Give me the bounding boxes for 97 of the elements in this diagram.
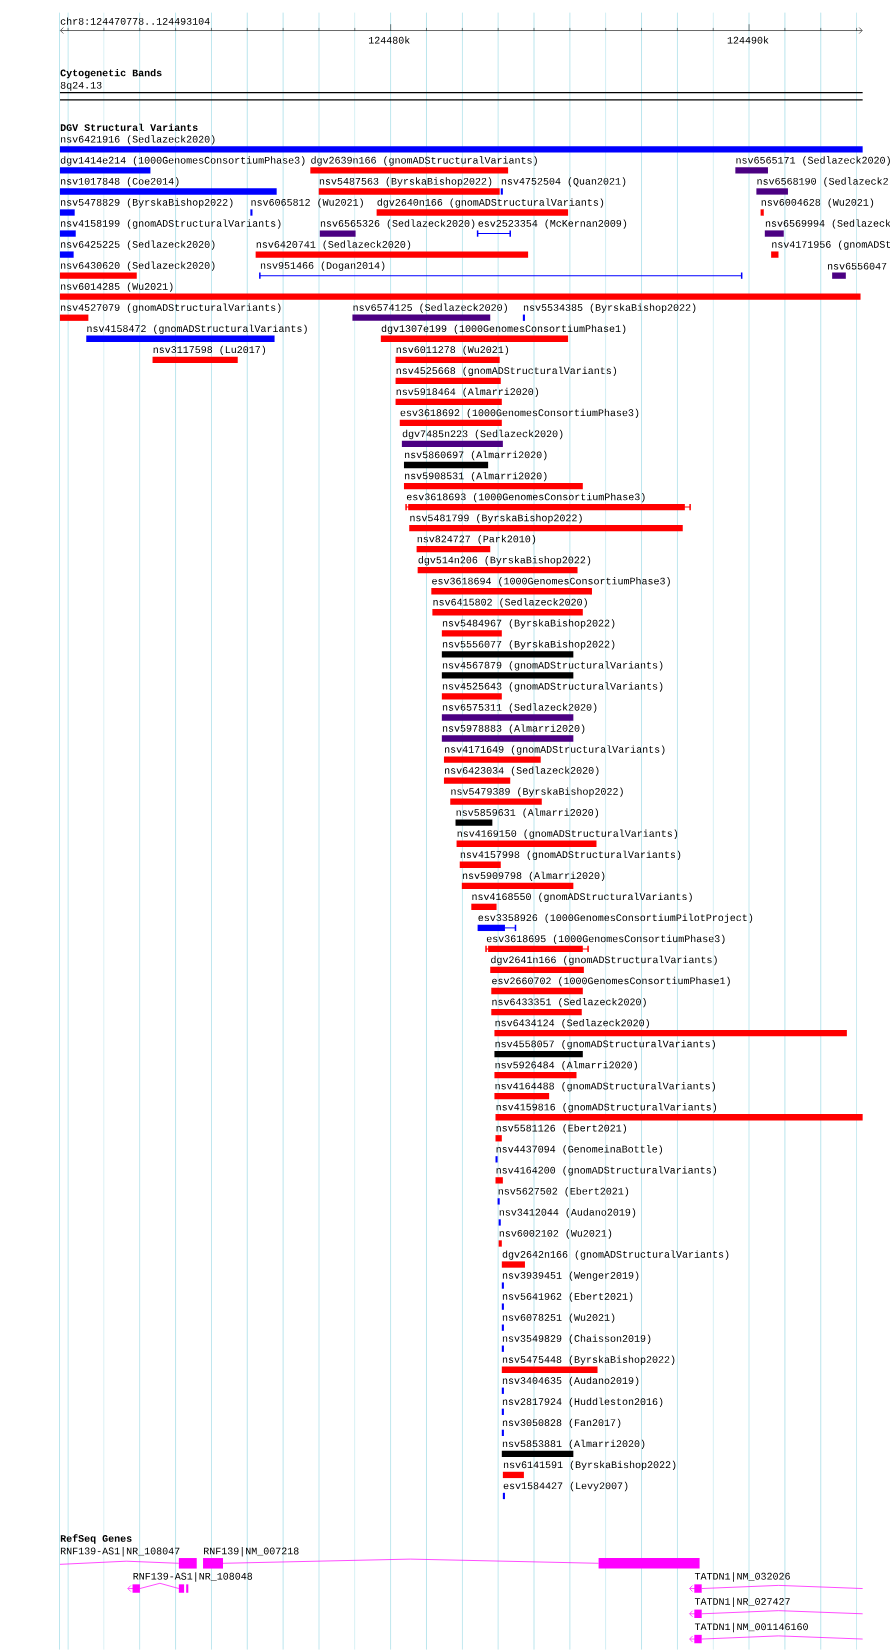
- variant-label: nsv4157998 (gnomADStructuralVariants): [460, 850, 681, 860]
- variant-label: nsv4171649 (gnomADStructuralVariants): [445, 745, 665, 755]
- variant-label: nsv5926484 (Almarri2020): [495, 1061, 637, 1071]
- gene-label: RNF139|NM_007218: [204, 1547, 299, 1557]
- variant-label: nsv6415802 (Sedlazeck2020): [433, 598, 587, 608]
- variant-label: nsv6420741 (Sedlazeck2020): [256, 240, 411, 250]
- variant-label: nsv5556077 (ByrskaBishop2022): [442, 640, 615, 650]
- tick-label: 124480k: [368, 36, 410, 44]
- variant-label: nsv6574125 (Sedlazeck2020): [353, 303, 507, 313]
- band-label: 8q24.13: [60, 81, 102, 91]
- variant-label: nsv5479389 (ByrskaBishop2022): [451, 787, 623, 797]
- variant-label: nsv1017848 (Coe2014): [61, 177, 179, 187]
- track-title: RefSeq Genes: [60, 1534, 132, 1544]
- variant-label: nsv4158472 (gnomADStructuralVariants): [87, 324, 307, 334]
- variant-label: nsv5627502 (Ebert2021): [498, 1187, 629, 1197]
- variant-label: nsv6004628 (Wu2021): [761, 198, 874, 208]
- variant-label: nsv4527079 (gnomADStructuralVariants): [61, 303, 281, 313]
- variant-label: nsv3549829 (Chaisson2019): [502, 1334, 651, 1344]
- variant-label: nsv6565171 (Sedlazeck2020): [736, 156, 890, 166]
- variant-label: nsv4525643 (gnomADStructuralVariants): [442, 682, 663, 692]
- variant-label: nsv4171956 (gnomADSt: [772, 240, 890, 250]
- variant-label: nsv3050828 (Fan2017): [502, 1418, 621, 1429]
- variant-label: dgv2639n166 (gnomADStructuralVariants): [311, 156, 537, 166]
- variant-label: nsv4164200 (gnomADStructuralVariants): [496, 1166, 717, 1176]
- variant-label: nsv4567879 (gnomADStructuralVariants): [442, 661, 663, 671]
- variant-label: nsv5581126 (Ebert2021): [496, 1124, 627, 1134]
- variant-label: nsv6430620 (Sedlazeck2020): [61, 261, 215, 271]
- variant-label: nsv5860697 (Almarri2020): [405, 450, 547, 461]
- variant-label: nsv951466 (Dogan2014): [260, 261, 385, 271]
- track-title: Cytogenetic Bands: [60, 68, 162, 79]
- track-title: DGV Structural Variants: [60, 123, 198, 131]
- tick-label: 124490k: [727, 36, 769, 44]
- variant-label: esv2660702 (1000GenomesConsortiumPhase1): [492, 976, 730, 987]
- variant-label: nsv6568190 (Sedlazeck2: [757, 177, 888, 187]
- variant-label: dgv2641n166 (gnomADStructuralVariants): [491, 955, 717, 966]
- variant-label: nsv5487563 (ByrskaBishop2022): [319, 177, 492, 187]
- variant-label: nsv4437094 (GenomeinaBottle): [496, 1145, 663, 1155]
- variant-label: esv2523354 (McKernan2009): [478, 219, 627, 229]
- variant-label: nsv4158199 (gnomADStructuralVariants): [61, 219, 281, 229]
- variant-label: dgv514n206 (ByrskaBishop2022): [418, 556, 591, 566]
- variant-label: nsv6423034 (Sedlazeck2020): [445, 766, 599, 776]
- variant-label: nsv6556047: [827, 262, 887, 270]
- variant-label: nsv5534385 (ByrskaBishop2022): [523, 303, 696, 313]
- variant-label: nsv5859631 (Almarri2020): [456, 808, 599, 818]
- variant-label: nsv6065812 (Wu2021): [251, 198, 363, 208]
- variant-label: nsv6434124 (Sedlazeck2020): [495, 1018, 649, 1029]
- variant-label: nsv6421916 (Sedlazeck2020): [61, 135, 215, 145]
- variant-label: nsv5978883 (Almarri2020): [442, 724, 585, 734]
- variant-label: nsv6002102 (Wu2021): [499, 1229, 612, 1239]
- variant-label: nsv4558057 (gnomADStructuralVariants): [495, 1040, 715, 1050]
- variant-label: dgv2642n166 (gnomADStructuralVariants): [502, 1250, 729, 1260]
- variant-label: nsv6425225 (Sedlazeck2020): [61, 240, 215, 250]
- location-label: chr8:124470778..124493104: [60, 17, 210, 25]
- variant-label: nsv4164488 (gnomADStructuralVariants): [495, 1082, 715, 1092]
- variant-label: nsv4169150 (gnomADStructuralVariants): [457, 829, 678, 839]
- variant-label: nsv3412044 (Audano2019): [499, 1208, 636, 1218]
- variant-label: nsv6078251 (Wu2021): [502, 1313, 615, 1323]
- gene-label: RNF139-AS1|NR_108047: [60, 1547, 180, 1557]
- variant-label: nsv5909798 (Almarri2020): [462, 871, 605, 881]
- variant-label: esv3618694 (1000GenomesConsortiumPhase3): [432, 577, 670, 587]
- gene-label: TATDN1|NM_001146160: [694, 1622, 808, 1633]
- variant-label: nsv3404635 (Audano2019): [502, 1376, 639, 1386]
- variant-label: dgv1307e199 (1000GenomesConsortiumPhase1): [381, 324, 626, 334]
- variant-label: nsv5481799 (ByrskaBishop2022): [410, 514, 582, 524]
- variant-label: nsv5908531 (Almarri2020): [405, 471, 547, 482]
- variant-label: nsv824727 (Park2010): [417, 535, 536, 545]
- variant-label: nsv6569994 (Sedlazeck: [765, 219, 890, 229]
- variant-label: esv3618692 (1000GenomesConsortiumPhase3): [400, 408, 639, 419]
- variant-label: nsv3117598 (Lu2017): [153, 345, 266, 355]
- variant-label: nsv5484967 (ByrskaBishop2022): [442, 619, 615, 629]
- variant-label: nsv5853881 (Almarri2020): [502, 1439, 645, 1450]
- variant-label: nsv5475448 (ByrskaBishop2022): [502, 1355, 675, 1365]
- variant-label: esv1584427 (Levy2007): [503, 1481, 628, 1492]
- variant-label: dgv1414e214 (1000GenomesConsortiumPhase3): [60, 156, 305, 166]
- gene-label: TATDN1|NR_027427: [694, 1597, 790, 1607]
- variant-label: nsv4159816 (gnomADStructuralVariants): [496, 1103, 717, 1113]
- gene-label: RNF139-AS1|NR_108048: [133, 1572, 253, 1582]
- variant-label: nsv6141591 (ByrskaBishop2022): [503, 1460, 676, 1471]
- variant-label: nsv4525668 (gnomADStructuralVariants): [396, 366, 617, 377]
- variant-label: nsv6433351 (Sedlazeck2020): [492, 997, 646, 1008]
- variant-label: nsv4752504 (Quan2021): [501, 177, 626, 187]
- variant-label: nsv6565326 (Sedlazeck2020): [320, 219, 475, 229]
- variant-label: esv3618693 (1000GenomesConsortiumPhase3): [406, 492, 645, 503]
- variant-label: dgv7485n223 (Sedlazeck2020): [402, 429, 563, 440]
- variant-label: nsv5641962 (Ebert2021): [502, 1292, 633, 1302]
- variant-label: dgv2640n166 (gnomADStructuralVariants): [377, 198, 604, 208]
- gene-label: TATDN1|NM_032026: [694, 1572, 790, 1582]
- variant-label: nsv2817924 (Huddleston2016): [502, 1397, 663, 1407]
- variant-label: esv3358926 (1000GenomesConsortiumPilotProject): [478, 913, 753, 924]
- variant-label: nsv6014285 (Wu2021): [61, 282, 173, 292]
- variant-label: esv3618695 (1000GenomesConsortiumPhase3): [486, 934, 725, 945]
- variant-label: nsv5478829 (ByrskaBishop2022): [61, 198, 233, 208]
- variant-label: nsv6011278 (Wu2021): [396, 345, 509, 355]
- variant-label: nsv5918464 (Almarri2020): [396, 387, 539, 398]
- variant-label: nsv6575311 (Sedlazeck2020): [442, 703, 597, 713]
- variant-label: nsv3939451 (Wenger2019): [502, 1271, 639, 1281]
- variant-label: nsv4168550 (gnomADStructuralVariants): [472, 892, 692, 903]
